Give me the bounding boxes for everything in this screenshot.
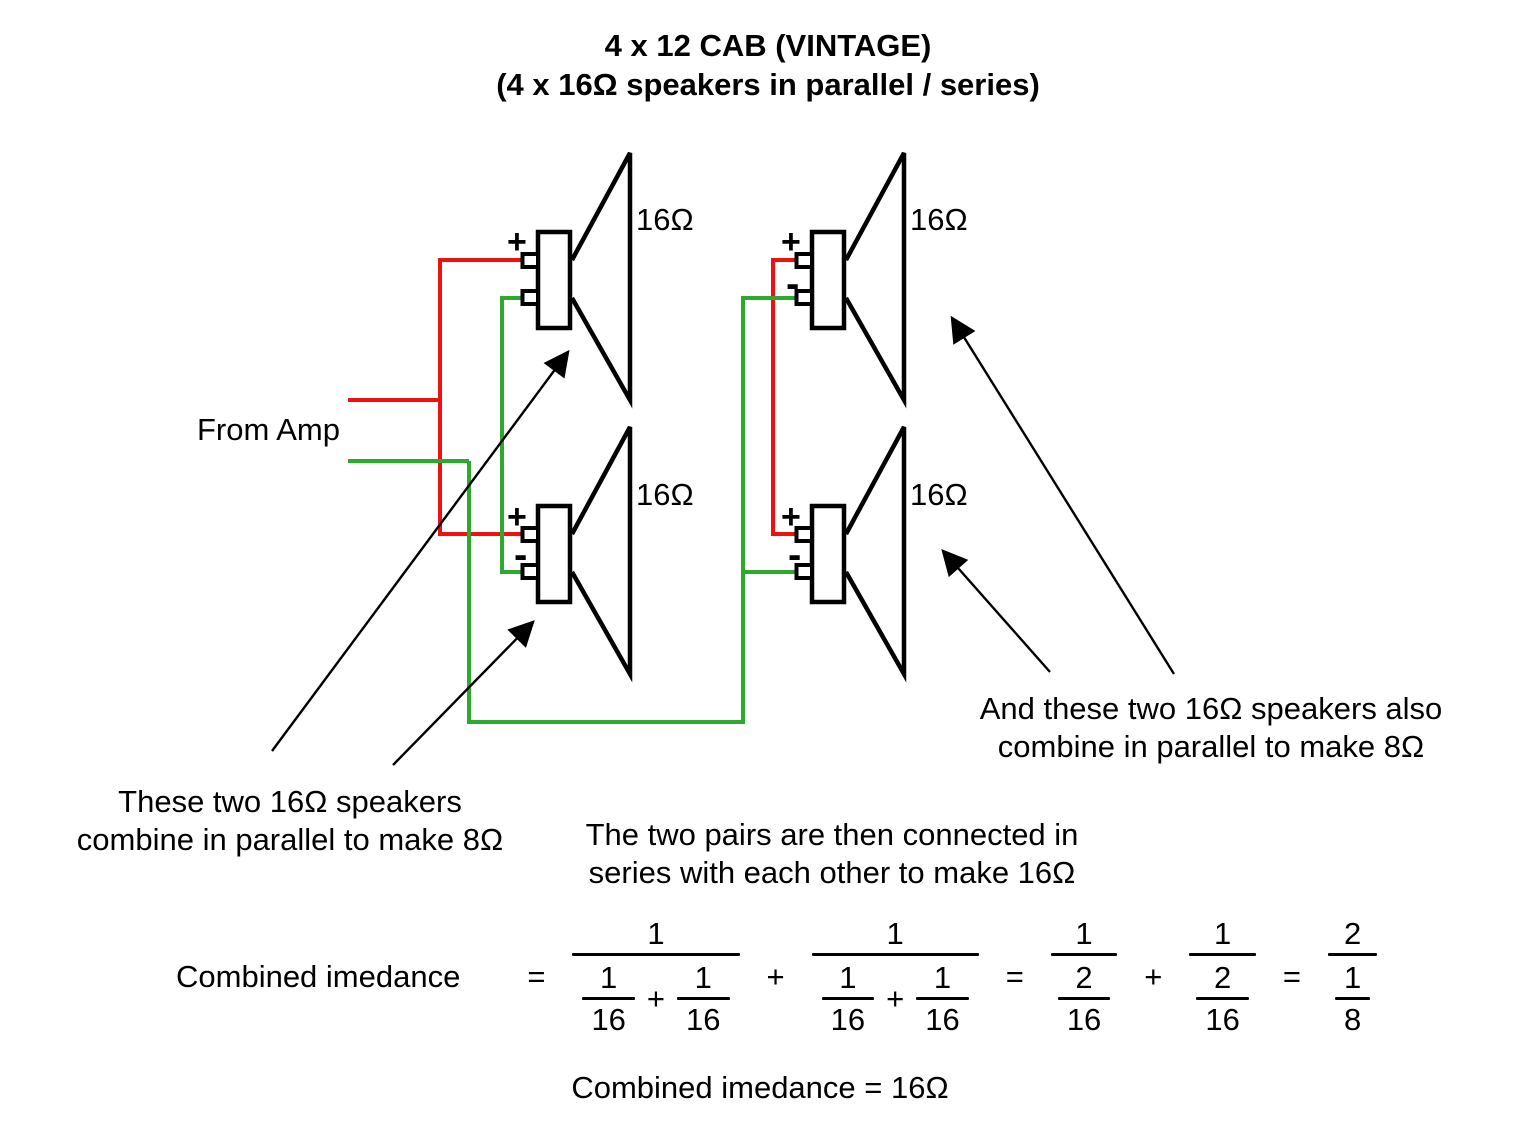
- fraction-numerator: 2: [1214, 960, 1232, 995]
- arrow-to-bottom-left-speaker: [392, 620, 535, 766]
- negative-return-run: [467, 298, 745, 724]
- inner-fraction: 1 16: [916, 960, 969, 1037]
- right-pair-annotation: And these two 16Ω speakers also combine …: [956, 690, 1466, 766]
- formula-label: Combined imedance: [176, 958, 461, 994]
- from-amp-label: From Amp: [197, 412, 340, 447]
- fraction-bar: [582, 997, 635, 1000]
- fraction-denominator: 2 16: [1189, 958, 1255, 1037]
- fraction-denominator: 16: [1066, 1002, 1102, 1037]
- series-annotation: The two pairs are then connected in seri…: [577, 816, 1087, 892]
- fraction-bar: [1057, 997, 1111, 1000]
- fraction-bar: [1328, 953, 1378, 956]
- fraction-bar: [677, 997, 730, 1000]
- fraction-numerator: 1: [694, 960, 712, 995]
- plus-sign-bottom-right: +: [781, 498, 801, 536]
- impedance-label-bottom-left: 16Ω: [636, 477, 694, 512]
- fraction-numerator: 1: [647, 916, 665, 951]
- impedance-label-top-left: 16Ω: [636, 202, 694, 237]
- fraction-bar: [811, 953, 979, 956]
- inner-fraction: 1 16: [582, 960, 635, 1037]
- fraction-numerator: 2: [1344, 916, 1362, 951]
- equals-sign: =: [527, 958, 546, 994]
- negative-wires: [348, 296, 800, 724]
- speaker-bottom-right: [797, 427, 905, 674]
- speaker-bottom-left: [523, 427, 631, 674]
- fraction-numerator: 1: [600, 960, 618, 995]
- plus-sign: +: [1144, 958, 1163, 994]
- inner-fraction: 1 16: [677, 960, 730, 1037]
- fraction-numerator: 1: [933, 960, 952, 995]
- fraction-denominator: 16: [591, 1002, 626, 1037]
- impedance-label-top-right: 16Ω: [910, 202, 968, 237]
- fraction-term-2: 1 1 16 + 1 16: [811, 916, 979, 1037]
- title-line-2: (4 x 16Ω speakers in parallel / series): [496, 67, 1040, 102]
- minus-sign-top-right: -: [786, 262, 800, 306]
- fraction-numerator: 1: [1214, 916, 1232, 951]
- fraction-term-5: 2 1 8: [1328, 916, 1378, 1037]
- fraction-bar: [1189, 953, 1256, 956]
- speaker-top-left: [523, 153, 631, 400]
- fraction-numerator: 1: [1344, 960, 1362, 995]
- plus-sign-bottom-left: +: [507, 498, 527, 536]
- fraction-bar: [821, 997, 875, 1000]
- series-annotation-line1: The two pairs are then connected in: [585, 817, 1079, 852]
- fraction-bar: [1050, 953, 1118, 956]
- fraction-denominator: 16: [830, 1002, 866, 1037]
- series-annotation-line2: series with each other to make 16Ω: [588, 855, 1076, 890]
- left-pair-annotation-line2: combine in parallel to make 8Ω: [76, 822, 504, 857]
- fraction-denominator: 16: [1205, 1002, 1240, 1037]
- left-pair-annotation: These two 16Ω speakers combine in parall…: [35, 783, 545, 859]
- fraction-bar: [1196, 997, 1249, 1000]
- impedance-label-bottom-right: 16Ω: [910, 477, 968, 512]
- equals-sign: =: [1005, 958, 1024, 994]
- fraction-bar: [572, 953, 740, 956]
- fraction-denominator: 8: [1344, 1002, 1362, 1037]
- inner-fraction: 1 8: [1335, 960, 1371, 1037]
- arrow-to-top-right-speaker: [950, 315, 1176, 675]
- equals-sign: =: [1282, 958, 1301, 994]
- fraction-numerator: 1: [1075, 916, 1093, 951]
- fraction-numerator: 1: [839, 960, 857, 995]
- plus-sign: +: [766, 958, 785, 994]
- plus-sign-top-right: +: [781, 223, 801, 261]
- arrow-to-top-left-speaker: [271, 349, 570, 752]
- plus-sign: +: [646, 980, 666, 1016]
- minus-sign-bottom-left: -: [514, 533, 528, 577]
- fraction-denominator: 1 16 + 1 16: [572, 958, 739, 1037]
- inner-fraction: 1 16: [821, 960, 875, 1037]
- formula-result: Combined imedance = 16Ω: [571, 1070, 949, 1105]
- minus-sign-bottom-right: -: [788, 533, 802, 577]
- inner-fraction: 2 16: [1057, 960, 1111, 1037]
- plus-sign-top-left: +: [507, 223, 527, 261]
- fraction-denominator: 2 16: [1051, 958, 1117, 1037]
- fraction-bar: [916, 997, 969, 1000]
- left-pair-annotation-line1: These two 16Ω speakers: [118, 784, 462, 819]
- fraction-term-4: 1 2 16: [1189, 916, 1256, 1037]
- arrow-to-bottom-right-speaker: [941, 549, 1051, 673]
- fraction-term-1: 1 1 16 + 1 16: [572, 916, 740, 1037]
- fraction-numerator: 1: [886, 916, 904, 951]
- fraction-denominator: 1 8: [1328, 958, 1377, 1037]
- fraction-numerator: 2: [1075, 960, 1093, 995]
- fraction-denominator: 1 16 + 1 16: [812, 958, 979, 1037]
- fraction-term-3: 1 2 16: [1050, 916, 1118, 1037]
- plus-sign: +: [886, 980, 905, 1016]
- page-title: 4 x 12 CAB (VINTAGE) (4 x 16Ω speakers i…: [0, 26, 1536, 104]
- right-pair-annotation-line2: combine in parallel to make 8Ω: [997, 729, 1425, 764]
- title-line-1: 4 x 12 CAB (VINTAGE): [604, 28, 932, 63]
- annotation-arrows: [271, 315, 1176, 766]
- fraction-bar: [1335, 997, 1371, 1000]
- fraction-denominator: 16: [686, 1002, 721, 1037]
- impedance-formula: Combined imedance = 1 1 16 + 1 16 +: [176, 916, 1378, 1037]
- fraction-denominator: 16: [925, 1002, 960, 1037]
- inner-fraction: 2 16: [1196, 960, 1249, 1037]
- right-pair-annotation-line1: And these two 16Ω speakers also: [979, 691, 1443, 726]
- speaker-top-right: [797, 153, 905, 400]
